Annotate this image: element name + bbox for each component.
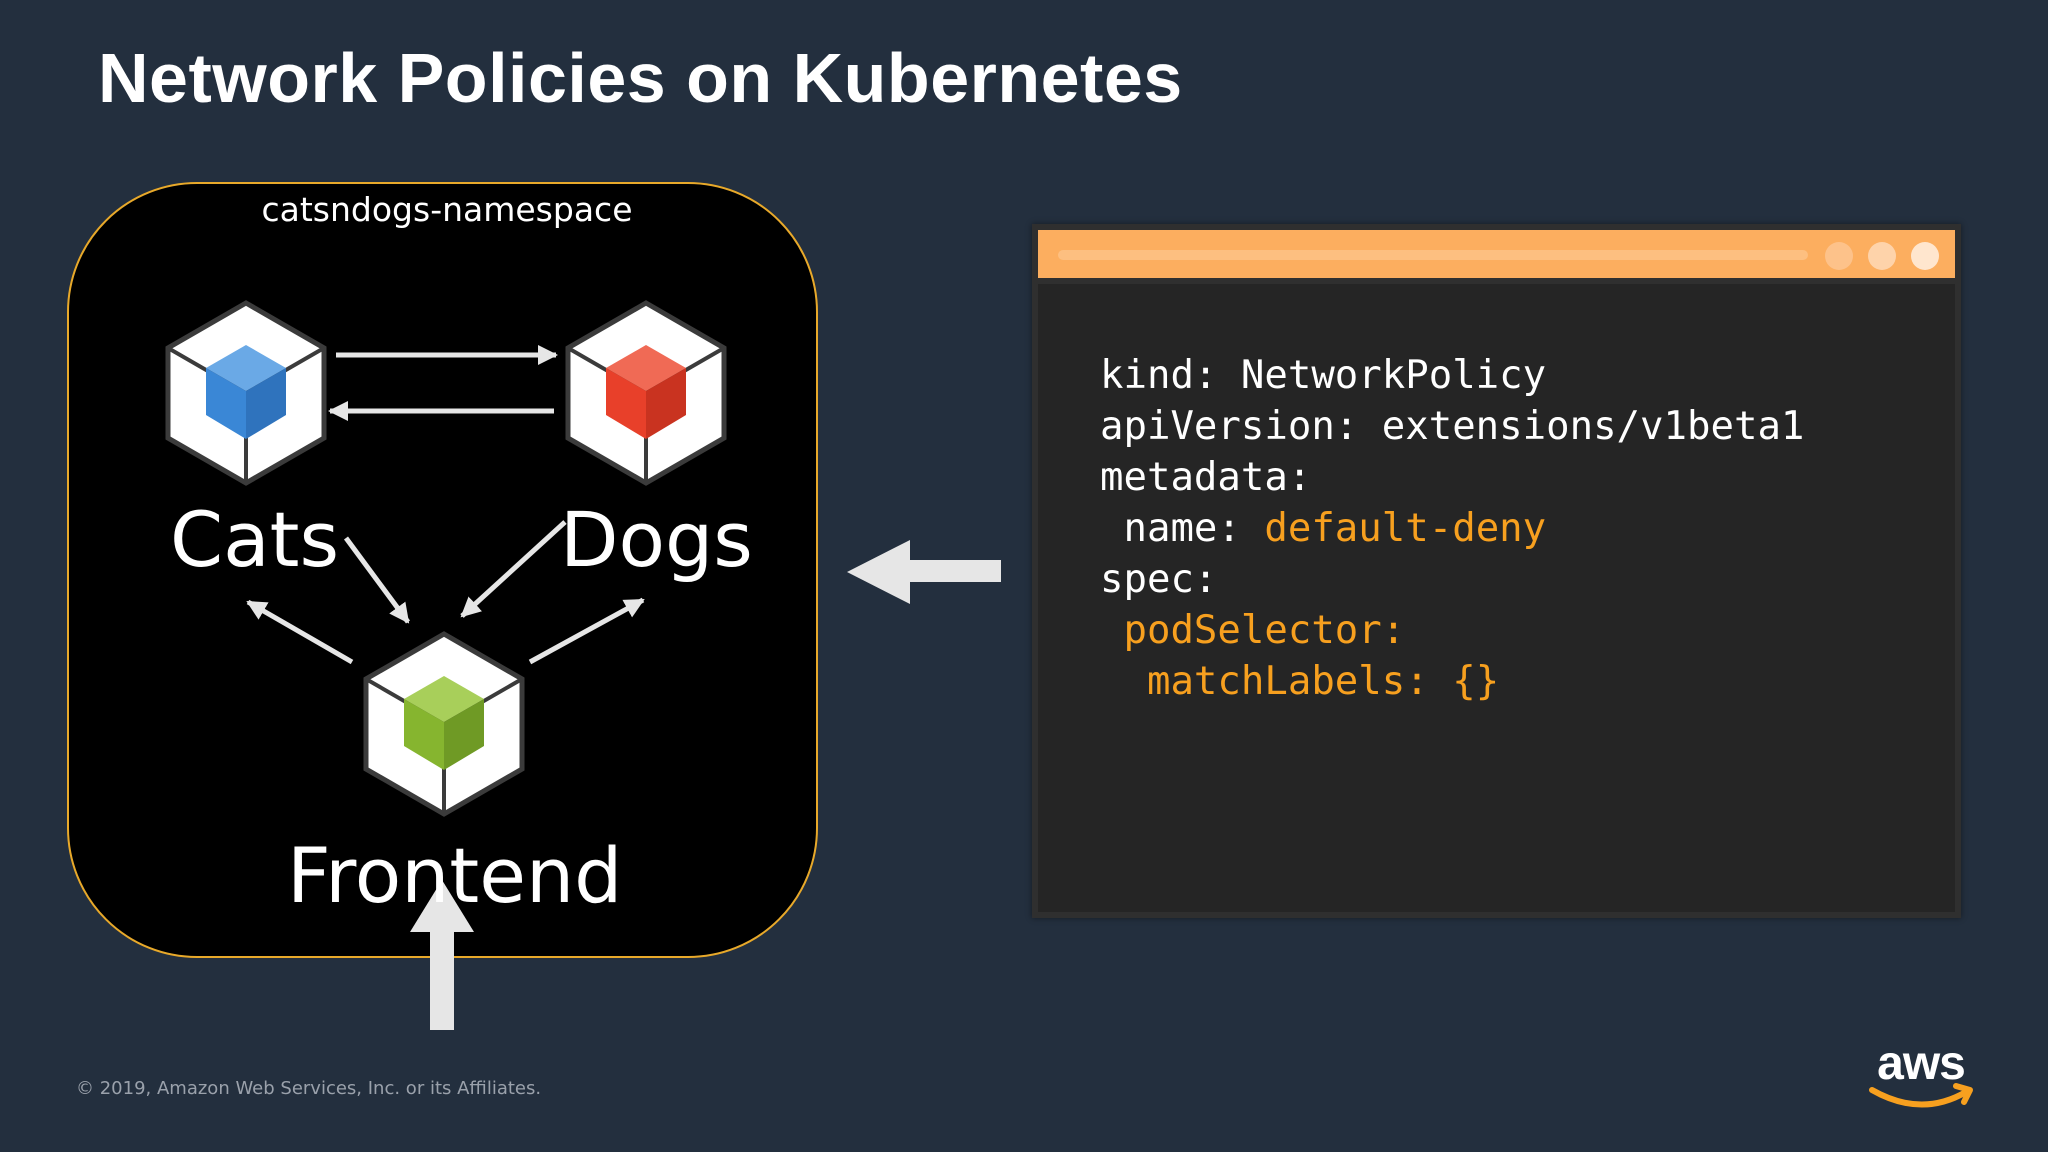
code-line: name: default-deny [1123, 506, 1547, 551]
arrow-dogs-to-frontend [460, 520, 567, 618]
code-line: matchLabels: {} [1146, 659, 1500, 704]
code-editor-window: kind: NetworkPolicy apiVersion: extension… [1032, 224, 1961, 918]
aws-logo-text: aws [1877, 1037, 1966, 1090]
yaml-code-block: kind: NetworkPolicy apiVersion: extension… [1100, 350, 1804, 707]
cats-cube-icon [165, 300, 327, 486]
window-close-icon [1911, 242, 1939, 270]
code-line: podSelector: [1123, 608, 1406, 653]
dogs-cube-icon [565, 300, 727, 486]
service-label-dogs: Dogs [560, 495, 753, 584]
footer-copyright: © 2019, Amazon Web Services, Inc. or its… [76, 1078, 542, 1099]
arrow-cats-to-frontend [343, 536, 411, 624]
code-line: kind: NetworkPolicy [1100, 353, 1547, 398]
titlebar-address-bar [1058, 250, 1808, 260]
aws-logo: aws [1866, 1040, 1976, 1120]
arrow-frontend-to-dogs [528, 597, 645, 665]
arrow-frontend-to-cats [246, 599, 354, 665]
namespace-label: catsndogs-namespace [261, 190, 633, 229]
frontend-cube-core [404, 676, 484, 770]
code-line: metadata: [1100, 455, 1312, 500]
window-maximize-icon [1868, 242, 1896, 270]
code-line: apiVersion: extensions/v1beta1 [1100, 404, 1805, 449]
cats-cube-core [206, 345, 286, 439]
slide-title: Network Policies on Kubernetes [98, 39, 1183, 117]
namespace-container [67, 182, 818, 958]
code-line: spec: [1100, 557, 1218, 602]
service-label-frontend: Frontend [287, 831, 623, 920]
policy-arrow-icon [847, 540, 1001, 604]
dogs-cube-core [606, 345, 686, 439]
service-label-cats: Cats [170, 495, 340, 584]
aws-smile-icon [1869, 1083, 1973, 1108]
window-minimize-icon [1825, 242, 1853, 270]
ingress-arrow-icon [410, 880, 474, 1030]
editor-titlebar [1038, 230, 1955, 284]
frontend-cube-icon [363, 631, 525, 817]
